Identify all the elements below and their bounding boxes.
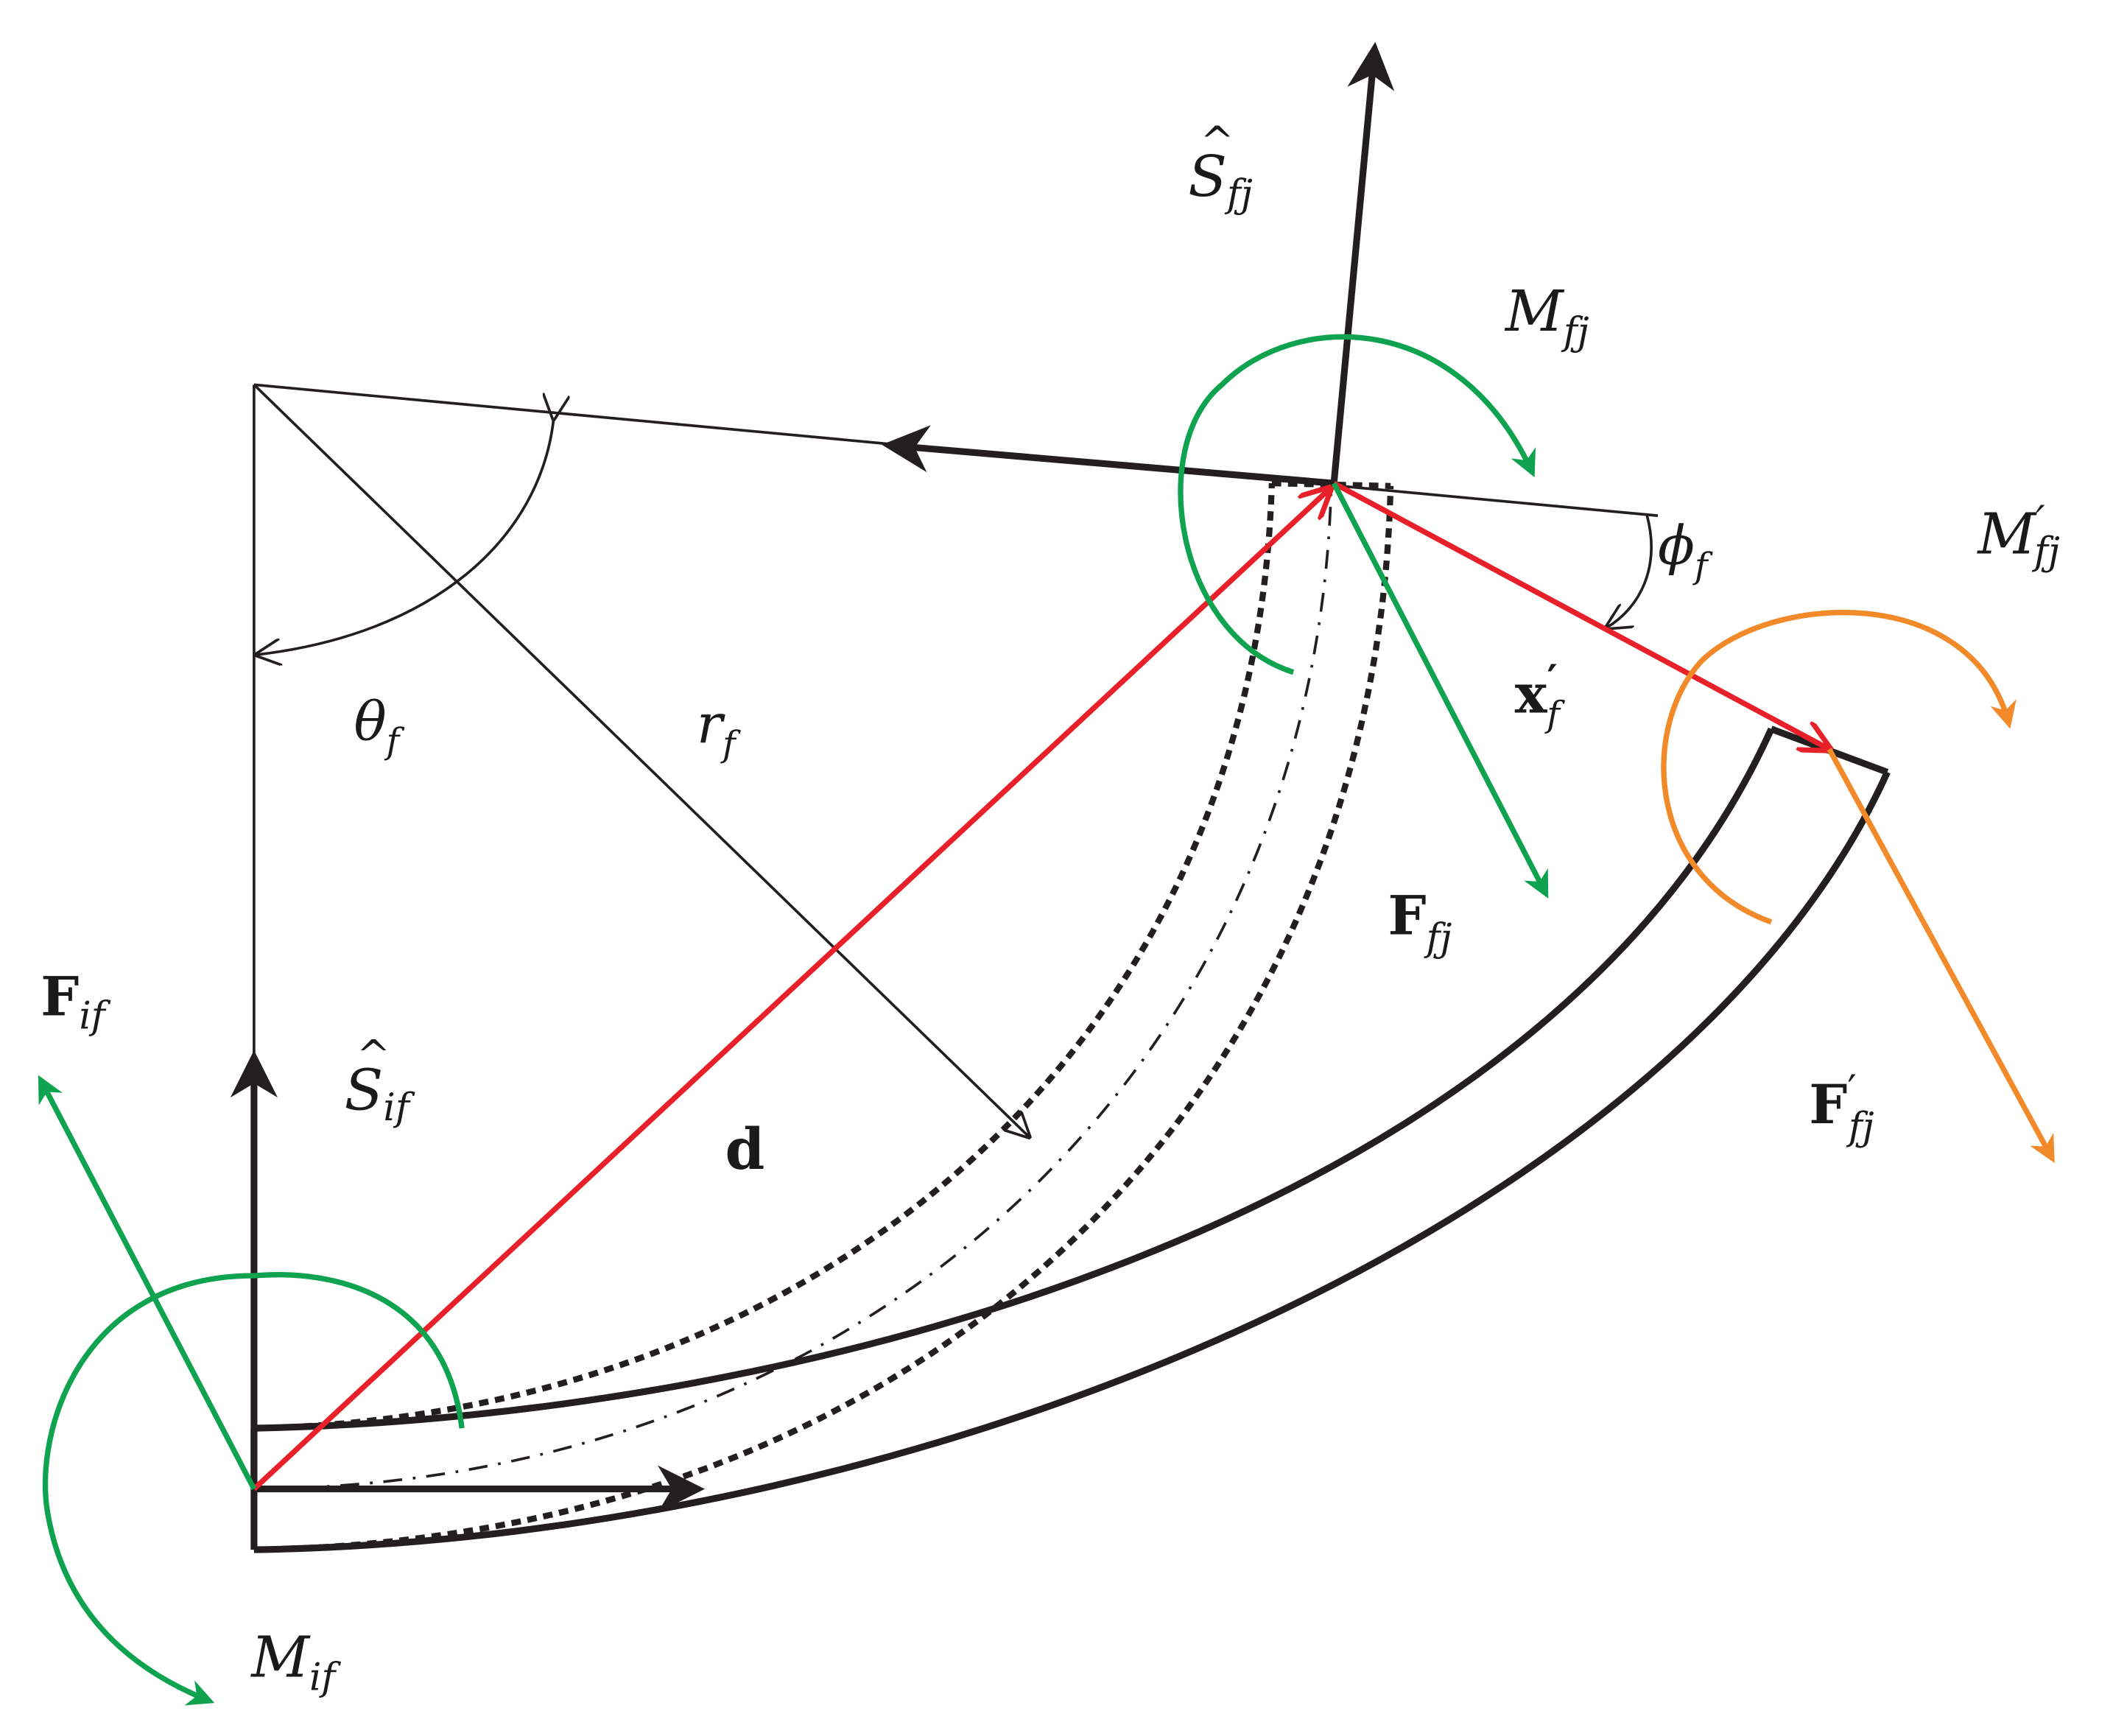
radius-line [253, 384, 1029, 1136]
label-m-if: Mif [250, 1625, 341, 1699]
f-fj-arrow [1331, 482, 1549, 899]
beam-body [250, 480, 1891, 1553]
orange-vectors [1661, 609, 2055, 1163]
label-phi-f: ϕf [1658, 515, 1713, 586]
mp-fj-arc [1661, 609, 2017, 925]
labels: Sfj ^ Mfj M′fj ϕf x′f θf rf Ffj Fif Sif [41, 118, 2060, 1700]
label-f-fj: Ffj [1388, 884, 1452, 960]
fp-fj-arrow [1827, 748, 2055, 1163]
green-vectors [38, 334, 1549, 1706]
label-theta-f: θf [354, 690, 405, 762]
dashdot-centerline [253, 485, 1333, 1491]
beam-top-edge [253, 727, 1775, 1432]
dashed-inner-edge [253, 485, 1394, 1553]
beam-bottom-edge [253, 770, 1891, 1553]
phi-arc [1606, 515, 1653, 628]
dashed-outer-edge [253, 483, 1275, 1432]
label-d: d [725, 1117, 765, 1183]
m-if-arc [42, 1272, 465, 1706]
m-fj-arc [1178, 334, 1536, 675]
label-x-f: x′f [1515, 656, 1566, 735]
x-f-vector [1332, 480, 1829, 749]
theta-arc [257, 418, 554, 655]
dashed-cap [1271, 480, 1391, 489]
black-arrows [230, 41, 1395, 1513]
label-m-fj: Mfj [1504, 279, 1589, 354]
tangent-direction-arrow [882, 425, 1335, 487]
label-s-fj-hat: ^ [1200, 118, 1234, 165]
label-r-f: rf [697, 693, 741, 765]
label-mp-fj: M′fj [1976, 497, 2060, 574]
f-if-arrow [38, 1075, 257, 1491]
red-vectors [252, 480, 1829, 1491]
label-s-if-hat: ^ [356, 1032, 390, 1079]
label-s-fj: Sfj [1188, 144, 1253, 217]
d-vector [252, 488, 1330, 1491]
label-f-if: Fif [41, 965, 110, 1038]
label-fp-fj: F′fj [1809, 1066, 1874, 1149]
s-fj-axis-arrow [1330, 41, 1395, 484]
